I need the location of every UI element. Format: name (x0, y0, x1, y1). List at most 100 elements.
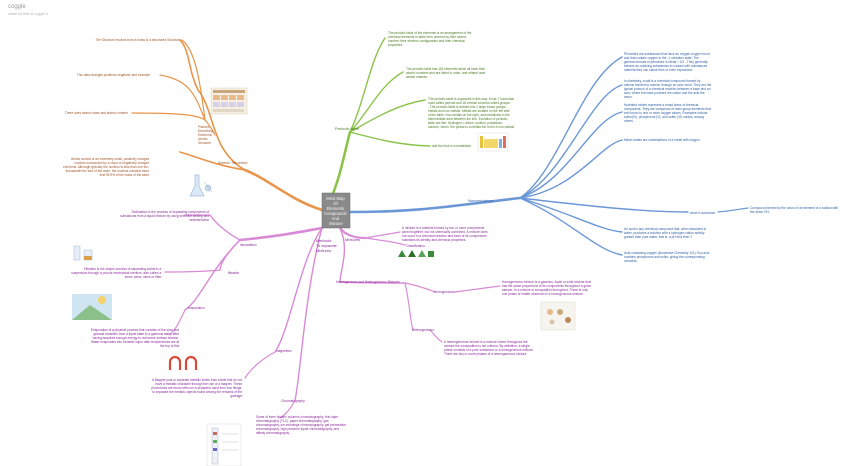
connector-periodic-2 (349, 71, 404, 133)
connector-periodic-3 (349, 99, 426, 133)
connector-nom-6 (519, 197, 623, 233)
atomic-item-2[interactable]: This data changes positions negatives an… (77, 73, 150, 77)
periodic-p1: The periodic table of the elements is an… (388, 31, 472, 47)
nomenclature-label[interactable]: Nomenclature (468, 198, 494, 203)
connector-periodic (328, 130, 352, 202)
hetero-homo-label[interactable]: Heterogeneous and Heterogeneous Mixtures (336, 280, 400, 284)
filtration-text: Filtration is the simple process of sepa… (71, 267, 162, 279)
decantation-label[interactable]: decantation (240, 243, 257, 247)
central-line: Mixture (329, 221, 343, 226)
app-subtitle: made for free at coggle.it (8, 12, 48, 16)
heterogeneous-label[interactable]: Heterogeneous (412, 328, 434, 332)
connectors (131, 37, 749, 419)
atomic-lab-image (186, 170, 214, 198)
mixtures-classification[interactable]: Classification (406, 244, 425, 248)
central-line: And (332, 216, 340, 221)
heterogeneous-text: A heterogeneous mixture is a mixture whe… (444, 340, 535, 356)
connector-nom-3 (519, 111, 623, 199)
nomenclature-salts: In chemistry, a salt is a chemical compo… (624, 79, 712, 99)
connector-chrom-text (279, 399, 296, 419)
connector-chromatography (294, 227, 323, 401)
connector-nom-7 (519, 197, 623, 256)
homogeneous-label[interactable]: Homogeneous (434, 290, 455, 294)
central-line: Elements (327, 206, 344, 211)
connector-atomic-2 (159, 74, 206, 121)
connector-evaporation (184, 239, 241, 311)
connector-atomic-1 (181, 39, 206, 121)
periodic-p3: The periodic table is organized in this … (428, 97, 515, 129)
homogeneous-image (540, 301, 576, 331)
magnetism-label[interactable]: magnetism (276, 349, 292, 353)
homogeneous-text: Homogeneous mixture is a gaseous, liquid… (502, 280, 592, 296)
periodic-p4: and the blue is a metalloids. (432, 144, 472, 148)
decantation-image (70, 244, 96, 262)
nomenclature-metal-oxides: Metal oxides are combinations of a metal… (624, 138, 701, 142)
evaporation-label[interactable]: evaporation (188, 306, 205, 310)
chromatography-text: Some of them historic columns chromatogr… (256, 415, 347, 435)
connector-atomic-3 (131, 112, 206, 121)
connector-atomic-pics (204, 119, 216, 136)
nomenclature-molecules[interactable]: what is molecules (690, 211, 716, 215)
connector-nom-5 (519, 197, 689, 213)
connector-atomic-structure (179, 151, 246, 171)
connector-evap-text (169, 309, 186, 336)
periodic-p2: The periodic table has 118 elements whic… (406, 67, 486, 79)
periodic-table-image (477, 132, 509, 152)
connector-hetero (404, 282, 414, 331)
connector-atomic-main (179, 39, 246, 171)
connector-filtration (219, 239, 241, 271)
connector-mix-class (364, 237, 406, 246)
filtration-label[interactable]: filtration (228, 271, 239, 275)
connector-magnet-text (244, 351, 276, 379)
connector-hetero-text (429, 329, 443, 343)
connector-periodic-4 (349, 131, 431, 147)
periodic-table-label[interactable]: Periodic table (335, 126, 360, 131)
mixtures-image (396, 249, 436, 257)
methods-label[interactable]: Methods To separate Mixtures (316, 238, 338, 253)
connector-periodic-1 (349, 37, 386, 133)
nomenclature-hydrated-oxides: Hydrated oxides represent a broad class … (624, 103, 712, 123)
mixtures-label[interactable]: Mixtures (345, 237, 360, 242)
magnet-image (164, 355, 202, 373)
atomic-description: Atoms consist of an extremely small, pos… (63, 157, 150, 177)
evaporation-text: Evaporation is a physical process that c… (91, 328, 180, 348)
chromatography-image (206, 423, 242, 466)
connector-mix-hh (339, 227, 346, 283)
chromatography-label[interactable]: Chromatography (281, 399, 305, 403)
connector-nom-1 (519, 56, 623, 199)
atomic-item-3[interactable]: There does atomic mass and atomic number (65, 111, 129, 115)
central-node[interactable]: Mind Map Of Elements Compounds And Mixtu… (321, 192, 351, 229)
nomenclature-acids: An acid is any chemical compound that, w… (624, 227, 707, 239)
connector-homo-text (454, 285, 501, 293)
connector-mix-intro (364, 231, 401, 239)
connector-nom-5b (717, 207, 749, 213)
atomic-table-image (210, 87, 248, 115)
connector-nom-4 (519, 139, 623, 199)
connector-homo (404, 282, 436, 293)
nomenclature-peroxides: Peroxides are substances that have an ox… (624, 52, 710, 72)
connector-filtration-text (164, 269, 221, 273)
app-title: coggle (8, 4, 26, 10)
atomic-structure-label[interactable]: Atomic Structure (218, 160, 248, 165)
decantation-text: Sedimation is the process of separating … (120, 210, 210, 222)
header: coggle made for free at coggle.it (8, 4, 48, 16)
connector-methods (238, 226, 324, 242)
connector-magnetism (274, 227, 323, 353)
filtration-image (72, 294, 112, 320)
connector-decantation (209, 214, 241, 241)
nomenclature-oxoacids: Acid-containing oxygen (Nonsense Chemist… (624, 251, 710, 263)
central-line: Compounds (324, 211, 347, 216)
connector-nomenclature (348, 196, 522, 214)
atomic-pictures-label[interactable]: Pictures Describing Electronic Atomic St… (198, 125, 214, 145)
magnetism-text: A Magnet puts to separate metallic solid… (151, 378, 243, 398)
central-line: Mind Map (326, 196, 345, 201)
atomic-item-1[interactable]: The Structure evolves from a mass to a s… (95, 38, 180, 42)
svg-text:Mind Map Of Elemen: Mind Map Of Elements Compounds And Mixtu… (324, 196, 348, 226)
mixtures-intro: A mixture is a material formed by two or… (401, 226, 488, 242)
connector-mix-hh2 (339, 281, 406, 284)
central-line: Of (333, 201, 338, 206)
connector-atomic (243, 168, 324, 212)
connector-nom-2 (519, 84, 623, 199)
nomenclature-molecules-desc: Compound formed by the union of an eleme… (750, 206, 839, 214)
